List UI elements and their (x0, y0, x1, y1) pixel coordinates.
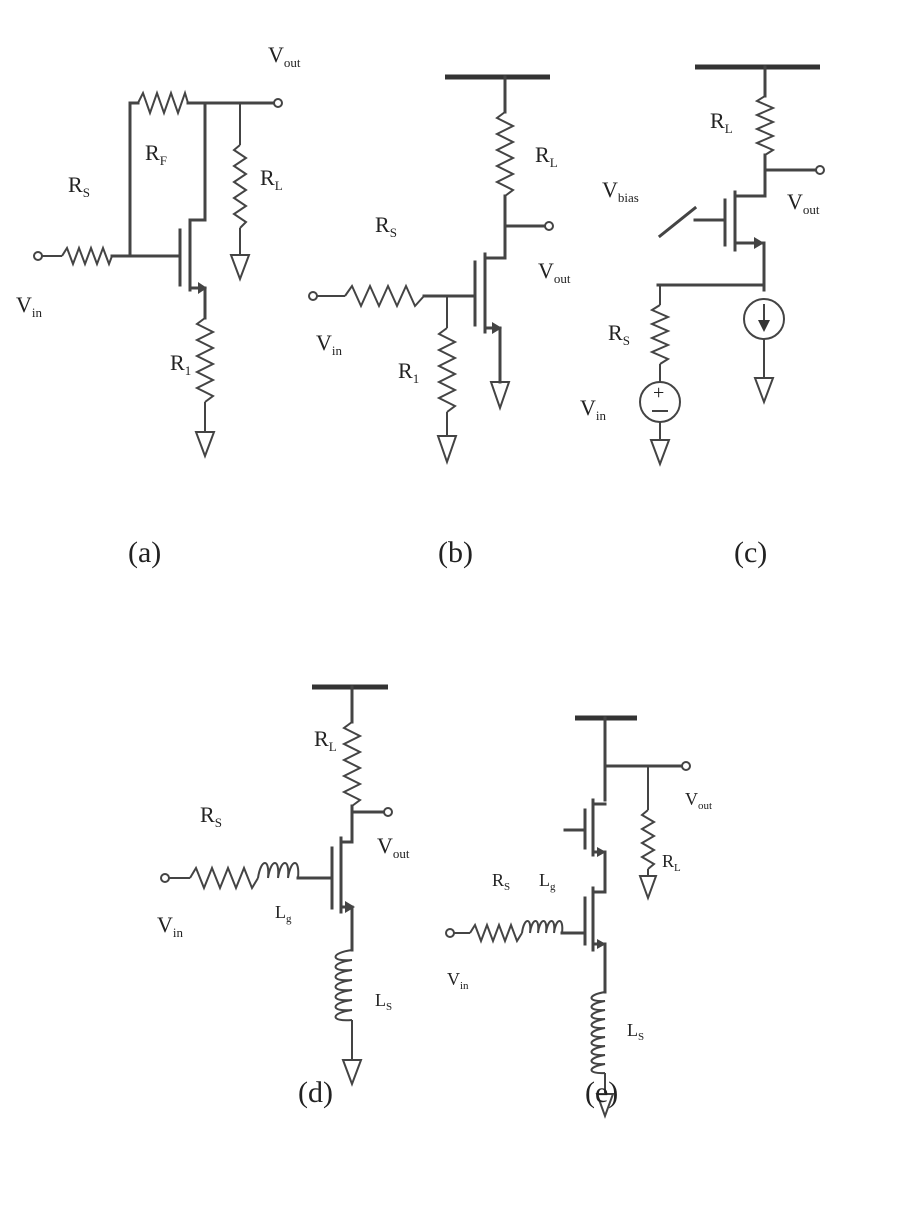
plus-sign: + (653, 382, 664, 404)
rs-label: RS (68, 172, 90, 200)
caption-c: (c) (734, 536, 767, 569)
vout-terminal (273, 98, 283, 108)
source-arrow (754, 237, 764, 249)
source-arrow (198, 282, 207, 294)
rl-resistor (494, 111, 516, 197)
rl-resistor (341, 721, 363, 807)
rs-resistor (189, 865, 259, 891)
vout-terminal (383, 807, 393, 817)
ls-inductor (590, 991, 606, 1075)
rl-resistor (754, 95, 776, 156)
vin-terminal (33, 251, 43, 261)
vout-label: Vout (268, 42, 301, 70)
rf-label: RF (145, 140, 167, 168)
caption-a: (a) (128, 536, 161, 569)
source-arrow (597, 939, 606, 949)
ground-symbol (753, 377, 775, 405)
ls-inductor (334, 949, 353, 1022)
rl-resistor (640, 809, 656, 870)
vin-label: Vin (316, 330, 343, 358)
vin-label: Vin (157, 912, 184, 940)
r1-resistor (194, 317, 216, 403)
lg-label: Lg (539, 870, 556, 893)
vout-label: Vout (787, 189, 820, 217)
r1-label: R1 (398, 358, 419, 386)
r1-label: R1 (170, 350, 191, 378)
lg-inductor (521, 920, 564, 934)
rs-resistor (469, 922, 523, 944)
rs-label: RS (200, 802, 222, 830)
vin-label: Vin (447, 969, 469, 992)
vout-terminal (681, 761, 691, 771)
current-source-arrowhead (758, 320, 770, 332)
rl-label: RL (535, 142, 558, 170)
rs-resistor (649, 304, 671, 365)
rl-label: RL (710, 108, 733, 136)
rs-label: RS (608, 320, 630, 348)
ground-symbol (436, 435, 458, 466)
source-arrow (345, 901, 355, 913)
ground-symbol (489, 381, 511, 412)
source-arrow (492, 322, 502, 334)
ground-symbol (194, 431, 216, 459)
vin-terminal (160, 873, 170, 883)
ground-symbol (638, 875, 658, 901)
panel-d-inductive-degeneration-lna: RL RS Vout Vin Lg LS (d) (157, 684, 410, 1109)
caption-b: (b) (438, 536, 473, 569)
vout-label: Vout (377, 833, 410, 861)
rl-label: RL (314, 726, 337, 754)
rs-resistor (344, 283, 425, 309)
rl-label: RL (260, 165, 283, 193)
ls-label: LS (627, 1020, 644, 1043)
source-arrow (597, 847, 606, 857)
rl-label: RL (662, 851, 681, 874)
panel-c-common-gate-amplifier: + RL Vbias Vout RS Vin (c) (580, 64, 825, 569)
lg-inductor (257, 862, 300, 879)
lg-label: Lg (275, 902, 292, 925)
ls-label: LS (375, 990, 392, 1013)
vin-label: Vin (580, 395, 607, 423)
r1-resistor (436, 327, 458, 413)
vout-label: Vout (538, 258, 571, 286)
panel-b-common-source-amplifier: RL RS Vout Vin R1 (b) (308, 74, 571, 569)
caption-d: (d) (298, 1076, 333, 1109)
vin-terminal (308, 291, 318, 301)
ground-symbol (229, 254, 251, 282)
rf-resistor (137, 89, 189, 117)
panel-e-cascode-lna: Vout RL RS Lg Vin LS (e) (445, 715, 712, 1119)
rs-label: RS (492, 870, 510, 893)
vbias-label: Vbias (602, 177, 639, 205)
rs-resistor (61, 245, 113, 267)
rl-resistor (232, 144, 248, 229)
vout-terminal (544, 221, 554, 231)
ground-symbol (595, 1093, 615, 1119)
panel-a-shunt-feedback-amplifier: Vout RF RS RL Vin R1 (a) (16, 42, 301, 569)
vout-terminal (815, 165, 825, 175)
vin-label: Vin (16, 292, 43, 320)
caption-e: (e) (585, 1076, 618, 1109)
vbias-lead (657, 205, 698, 239)
vout-label: Vout (685, 789, 712, 812)
rs-label: RS (375, 212, 397, 240)
ground-symbol (649, 439, 671, 467)
vin-terminal (445, 928, 455, 938)
ground-symbol (341, 1059, 363, 1087)
